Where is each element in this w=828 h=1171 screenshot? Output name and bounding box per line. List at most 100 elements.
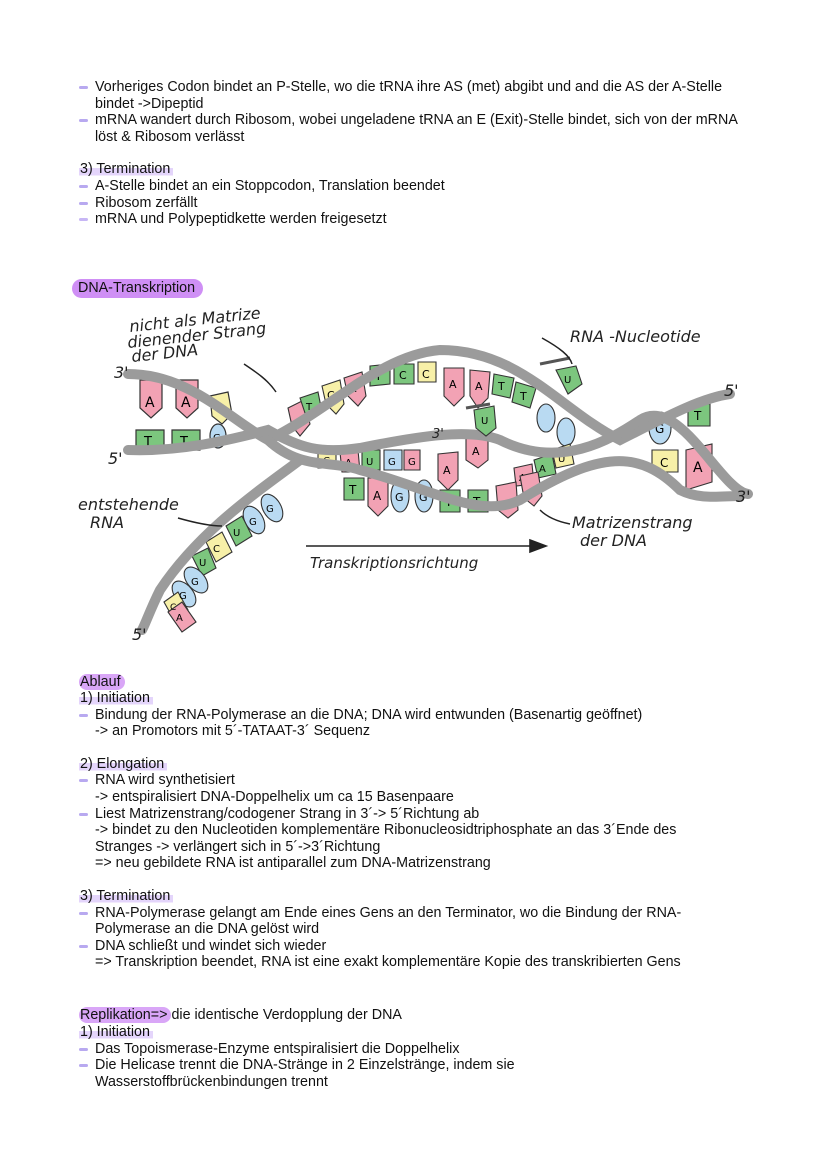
base-label: A — [443, 464, 451, 477]
list-item: Die Helicase trennt die DNA-Stränge in 2… — [79, 1057, 565, 1090]
base-label: G — [191, 577, 199, 588]
section-heading: 3) Termination — [79, 161, 769, 178]
list-subitem: => neu gebildete RNA ist antiparallel zu… — [95, 855, 491, 872]
base-label: G — [655, 422, 664, 436]
list-subitem: -> entspiralisiert DNA-Doppelhelix um ca… — [95, 788, 454, 805]
section-heading: 2) Elongation — [79, 755, 769, 773]
bullet-dash — [79, 812, 88, 816]
strand-end-label: 5' — [132, 625, 147, 644]
base-label: G — [249, 517, 257, 528]
base-label: G — [408, 457, 416, 468]
list-item: Das Topoismerase-Enzyme entspiralisiert … — [79, 1041, 769, 1058]
list-subitem: Stranges -> verlängert sich in 5´->3´Ric… — [95, 838, 381, 855]
section-heading: 3) Termination — [79, 887, 769, 905]
base-label: G — [395, 491, 404, 504]
list-item: Ribosom zerfällt — [79, 195, 769, 212]
base-label: U — [481, 416, 488, 427]
label-template: der DNA — [580, 531, 647, 550]
base-label: A — [449, 378, 457, 391]
base-label: A — [693, 460, 703, 476]
list-item: RNA-Polymerase gelangt am Ende eines Gen… — [79, 905, 745, 938]
base-label: T — [143, 435, 152, 450]
list-item: Liest Matrizenstrang/codogener Strang in… — [79, 806, 769, 823]
bullet-dash — [79, 1064, 88, 1068]
list-subitem: -> bindet zu den Nucleotiden komplementä… — [95, 822, 677, 839]
base-label: T — [348, 483, 357, 497]
base-label: A — [176, 613, 183, 624]
base-label: A — [475, 380, 483, 393]
bullet-dash — [79, 944, 88, 948]
list-item: RNA wird synthetisiert — [79, 772, 769, 789]
base-row-rna-strand — [163, 493, 284, 633]
base-label: C — [660, 456, 668, 470]
label-new-rna: entstehende — [78, 495, 179, 514]
base-label: T — [693, 409, 702, 423]
bullet-dash — [79, 119, 88, 123]
strand-end-label: 3' — [432, 427, 444, 442]
base-label: A — [181, 395, 191, 411]
label-rna-nucleotide: RNA -Nucleotide — [570, 327, 701, 346]
bullet-dash — [79, 1047, 88, 1051]
label-new-rna: RNA — [90, 513, 124, 532]
list-item: Vorheriges Codon bindet an P-Stelle, wo … — [79, 79, 755, 112]
label-template: Matrizenstrang — [572, 513, 693, 532]
transcription-diagram: A A C T T G A T C A T C C A A T T — [78, 303, 753, 644]
base-label: U — [233, 528, 240, 539]
strand-end-label: 5' — [108, 449, 123, 468]
list-item: mRNA wandert durch Ribosom, wobei ungela… — [79, 112, 755, 145]
base-label: C — [422, 368, 430, 381]
base-label: C — [399, 369, 407, 382]
base-row-right-inner — [536, 403, 576, 447]
list-subitem: => Transkription beendet, RNA ist eine e… — [95, 954, 681, 971]
section-title-replikation: Replikation=>die identische Verdopplung … — [79, 1007, 402, 1023]
bullet-dash — [79, 779, 88, 783]
label-direction: Transkriptionsrichtung — [310, 554, 478, 572]
base-row-top-strand — [287, 361, 537, 437]
section-heading: 1) Initiation — [79, 1024, 769, 1041]
base-label: C — [327, 389, 335, 402]
base-label: U — [366, 457, 373, 468]
translation-elongation-notes: Vorheriges Codon bindet an P-Stelle, wo … — [79, 79, 769, 228]
base-label: T — [305, 402, 313, 413]
bullet-dash — [79, 218, 88, 222]
section-heading: 1) Initiation — [79, 690, 769, 707]
bullet-dash — [79, 201, 88, 205]
base-label: G — [179, 591, 187, 602]
list-item: Bindung der RNA-Polymerase an die DNA; D… — [79, 707, 769, 724]
base-label: U — [564, 375, 571, 386]
base-label: A — [472, 445, 480, 458]
base-label: U — [558, 454, 565, 465]
base-label: A — [539, 464, 546, 475]
base-label: C — [170, 603, 176, 613]
base-label: T — [519, 390, 527, 403]
base-label: A — [373, 489, 382, 503]
free-nucleotides — [473, 365, 583, 437]
section-title-ablauf: Ablauf — [79, 674, 125, 691]
list-item: DNA schließt und windet sich wieder — [79, 938, 769, 955]
strand-end-label: 3' — [736, 487, 751, 506]
base-label: A — [145, 395, 155, 411]
list-item: A-Stelle bindet an ein Stoppcodon, Trans… — [79, 178, 769, 195]
list-item: mRNA und Polypeptidkette werden freigese… — [79, 211, 769, 228]
base-label: T — [497, 380, 505, 393]
bullet-dash — [79, 184, 88, 188]
section-title-transkription: DNA-Transkription — [72, 279, 204, 298]
bullet-dash — [79, 713, 88, 717]
list-subitem: -> an Promotors mit 5´-TATAAT-3´ Sequenz — [95, 723, 371, 740]
base-label: G — [388, 457, 396, 468]
strand-end-label: 5' — [724, 381, 739, 400]
bullet-dash — [79, 86, 88, 89]
base-label: G — [419, 491, 428, 504]
strand-end-label: 3' — [114, 363, 129, 382]
ablauf-notes: 1) Initiation Bindung der RNA-Polymerase… — [79, 690, 769, 971]
replikation-notes: 1) Initiation Das Topoismerase-Enzyme en… — [79, 1024, 769, 1090]
leader-lines — [177, 337, 573, 527]
bullet-dash — [79, 911, 88, 915]
base-label: U — [199, 558, 206, 569]
direction-arrow — [306, 538, 549, 554]
nucleotide-tails — [465, 356, 571, 410]
dna-strands — [123, 344, 753, 635]
base-label: C — [213, 544, 220, 555]
base-label: G — [266, 504, 274, 515]
